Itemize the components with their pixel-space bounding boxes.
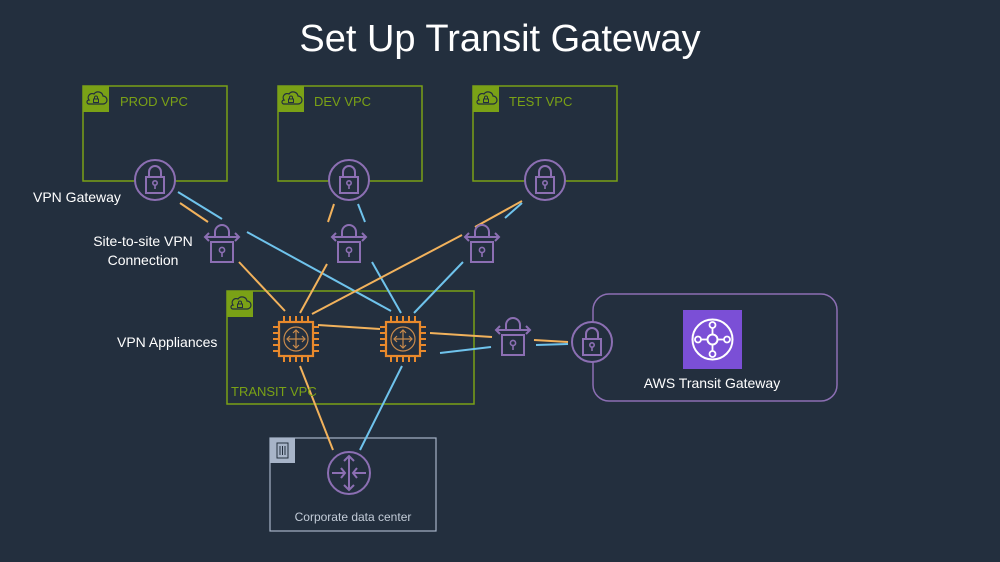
vpn-gateway-tgw[interactable] (571, 321, 613, 363)
link-blue (371, 261, 402, 314)
vpn-gateway-test[interactable] (524, 159, 566, 201)
link-blue (357, 203, 366, 223)
link-orange (299, 365, 334, 451)
vpn-appliances-label: VPN Appliances (117, 334, 218, 350)
vpc-label-dev: DEV VPC (314, 94, 372, 109)
link-blue (535, 343, 569, 346)
link-orange (179, 202, 209, 223)
site-to-site-vpn-icon[interactable] (495, 317, 531, 356)
link-blue (439, 346, 492, 354)
link-orange (311, 234, 463, 315)
link-orange (474, 200, 523, 228)
data-center-label: Corporate data center (294, 510, 412, 524)
link-blue (504, 202, 523, 219)
data-center-box (269, 437, 437, 532)
site-to-site-vpn-icon[interactable] (331, 224, 367, 263)
building-icon (276, 442, 289, 459)
links (177, 191, 569, 451)
vpn-gateway-prod[interactable] (134, 159, 176, 201)
router-icon[interactable] (327, 451, 371, 495)
transit-vpc-box (226, 290, 475, 405)
link-orange (533, 339, 569, 343)
transit-vpc-label: TRANSIT VPC (231, 384, 317, 399)
vpc-label-prod: PROD VPC (120, 94, 188, 109)
link-orange (238, 261, 286, 312)
link-blue (413, 261, 464, 314)
link-blue (246, 231, 392, 312)
vpn-appliance-icon[interactable] (271, 314, 321, 364)
transit-gateway-icon[interactable] (683, 310, 742, 369)
vpn-gateway-dev[interactable] (328, 159, 370, 201)
link-orange (317, 324, 381, 330)
vpc-label-test: TEST VPC (509, 94, 573, 109)
site-to-site-vpn-icon[interactable] (204, 224, 240, 263)
vpn-appliance-icon[interactable] (378, 314, 428, 364)
link-blue (359, 365, 403, 451)
site-to-site-label-line1: Site-to-site VPN (93, 233, 193, 249)
vpn-gateway-label: VPN Gateway (33, 189, 121, 205)
link-orange (327, 203, 335, 223)
link-blue (177, 191, 223, 220)
page-title: Set Up Transit Gateway (299, 18, 701, 60)
site-to-site-label-line2: Connection (107, 252, 179, 268)
transit-gateway-label: AWS Transit Gateway (643, 375, 781, 391)
site-to-site-label: Site-to-site VPN Connection (80, 232, 206, 270)
link-orange (429, 332, 493, 338)
site-to-site-vpn-icon[interactable] (464, 224, 500, 263)
link-orange (299, 263, 328, 314)
